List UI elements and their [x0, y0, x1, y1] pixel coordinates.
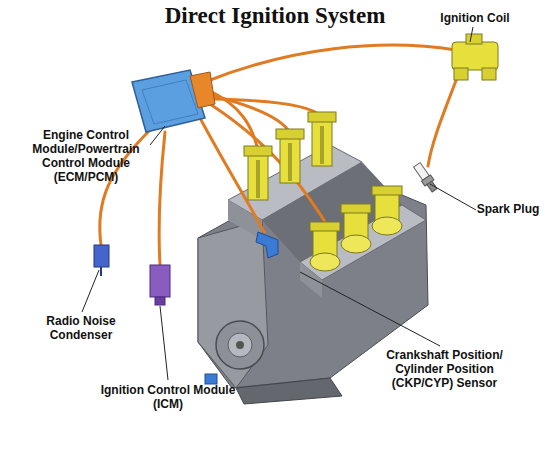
coil-stripe — [288, 143, 292, 181]
ckp-sensor-lower — [205, 374, 217, 384]
coil-tower — [482, 68, 496, 80]
coil-base — [341, 235, 371, 253]
coil-tower — [454, 68, 468, 80]
coil-cap — [276, 129, 304, 139]
coil-base — [310, 253, 340, 271]
coil-cap — [308, 112, 336, 122]
crank-bolt — [236, 341, 244, 349]
ignition-coil — [452, 34, 498, 80]
wire — [205, 45, 456, 82]
wire — [428, 70, 460, 166]
coil-pack — [310, 222, 340, 271]
coil-pack — [308, 112, 336, 166]
part-label: Spark Plug — [468, 202, 548, 216]
coil-pack — [341, 204, 371, 253]
leader-line — [160, 306, 168, 380]
coil-base — [372, 217, 402, 235]
coil-cap — [244, 146, 272, 156]
cylinder-head — [300, 205, 426, 280]
coil-pack — [244, 146, 272, 200]
coil-cap — [372, 186, 402, 195]
part-label: Ignition Coil — [425, 11, 525, 25]
engine-front-face — [198, 220, 268, 388]
leader-line — [300, 272, 440, 346]
coil-cap — [310, 222, 340, 231]
part-label: Radio Noise Condenser — [36, 314, 126, 342]
crank-pulley-hub — [228, 333, 252, 357]
oil-pan — [236, 378, 342, 404]
leader-line — [470, 27, 473, 42]
leader-line — [430, 184, 476, 210]
leader-line — [82, 270, 99, 312]
leader-line — [150, 126, 165, 145]
spark-plug — [412, 162, 439, 194]
wire — [212, 99, 320, 116]
coil-body — [280, 133, 300, 183]
coil-stripe — [256, 160, 260, 198]
coil-stripe — [320, 126, 324, 164]
part-label: Ignition Control Module (ICM) — [88, 383, 248, 411]
radio-noise-condenser — [94, 245, 109, 267]
condenser-lead — [100, 267, 102, 276]
part-label: Crankshaft Position/ Cylinder Position (… — [372, 348, 517, 390]
wire — [159, 132, 165, 265]
ignition-control-module — [150, 265, 170, 297]
ecm-ribs — [142, 80, 198, 124]
icm-connector — [155, 297, 165, 305]
part-label: Engine Control Module/Powertrain Control… — [20, 128, 152, 184]
ecm-connector — [190, 72, 215, 108]
coil-body — [248, 150, 268, 200]
coil-body — [312, 116, 332, 166]
coil-cap — [341, 204, 371, 213]
coil-body — [452, 42, 498, 70]
ckp-sensor — [256, 232, 278, 258]
crank-pulley — [216, 321, 264, 369]
coil-connector — [466, 34, 482, 44]
coil-pack — [372, 186, 402, 235]
coil-pack — [276, 129, 304, 183]
